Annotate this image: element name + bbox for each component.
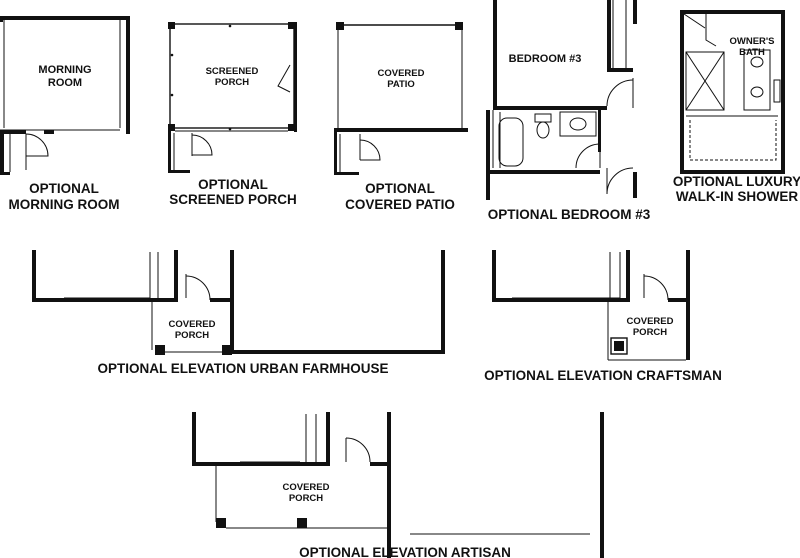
craftsman-label-line2: PORCH	[633, 327, 667, 338]
bedroom-3-label: BEDROOM #3	[509, 53, 582, 65]
bedroom-3-caption: OPTIONAL BEDROOM #3	[488, 207, 651, 222]
artisan-label-line2: PORCH	[289, 493, 323, 504]
screened-porch-caption-line2: SCREENED PORCH	[169, 192, 297, 207]
owners-bath-label-line2: BATH	[739, 47, 765, 58]
luxury-shower-caption-line1: OPTIONAL LUXURY	[673, 174, 800, 189]
morning-room-plan: MORNING ROOM OPTIONAL MORNING ROOM	[0, 16, 130, 212]
bedroom-3-plan: BEDROOM #3 OPTIONAL BEDROOM #3	[486, 0, 651, 222]
craftsman-caption: OPTIONAL ELEVATION CRAFTSMAN	[484, 368, 722, 383]
urban-farmhouse-label-line1: COVERED	[169, 319, 216, 330]
urban-farmhouse-label-line2: PORCH	[175, 330, 209, 341]
morning-room-label-line2: ROOM	[48, 77, 82, 89]
craftsman-plan: COVERED PORCH OPTIONAL ELEVATION CRAFTSM…	[484, 250, 722, 383]
luxury-shower-caption-line2: WALK-IN SHOWER	[676, 189, 798, 204]
covered-patio-caption-line2: COVERED PATIO	[345, 197, 455, 212]
craftsman-label-line1: COVERED	[627, 316, 674, 327]
urban-farmhouse-caption: OPTIONAL ELEVATION URBAN FARMHOUSE	[97, 361, 388, 376]
covered-patio-label-line1: COVERED	[378, 68, 425, 79]
screened-porch-label-line2: PORCH	[215, 77, 249, 88]
artisan-plan: COVERED PORCH OPTIONAL ELEVATION ARTISAN	[192, 412, 604, 558]
luxury-shower-plan: OWNER'S BATH OPTIONAL LUXURY WALK-IN SHO…	[673, 10, 800, 204]
screened-porch-label-line1: SCREENED	[206, 66, 259, 77]
covered-patio-caption-line1: OPTIONAL	[365, 181, 435, 196]
artisan-label-line1: COVERED	[283, 482, 330, 493]
screened-porch-caption-line1: OPTIONAL	[198, 177, 268, 192]
artisan-caption: OPTIONAL ELEVATION ARTISAN	[299, 545, 511, 558]
morning-room-caption-line1: OPTIONAL	[29, 181, 99, 196]
screened-porch-plan: SCREENED PORCH OPTIONAL SCREENED PORCH	[168, 22, 297, 207]
covered-patio-plan: COVERED PATIO OPTIONAL COVERED PATIO	[334, 22, 468, 212]
urban-farmhouse-plan: COVERED PORCH OPTIONAL ELEVATION URBAN F…	[32, 250, 445, 376]
morning-room-label-line1: MORNING	[38, 64, 91, 76]
morning-room-caption-line2: MORNING ROOM	[9, 197, 120, 212]
owners-bath-label-line1: OWNER'S	[729, 36, 774, 47]
covered-patio-label-line2: PATIO	[387, 79, 415, 90]
